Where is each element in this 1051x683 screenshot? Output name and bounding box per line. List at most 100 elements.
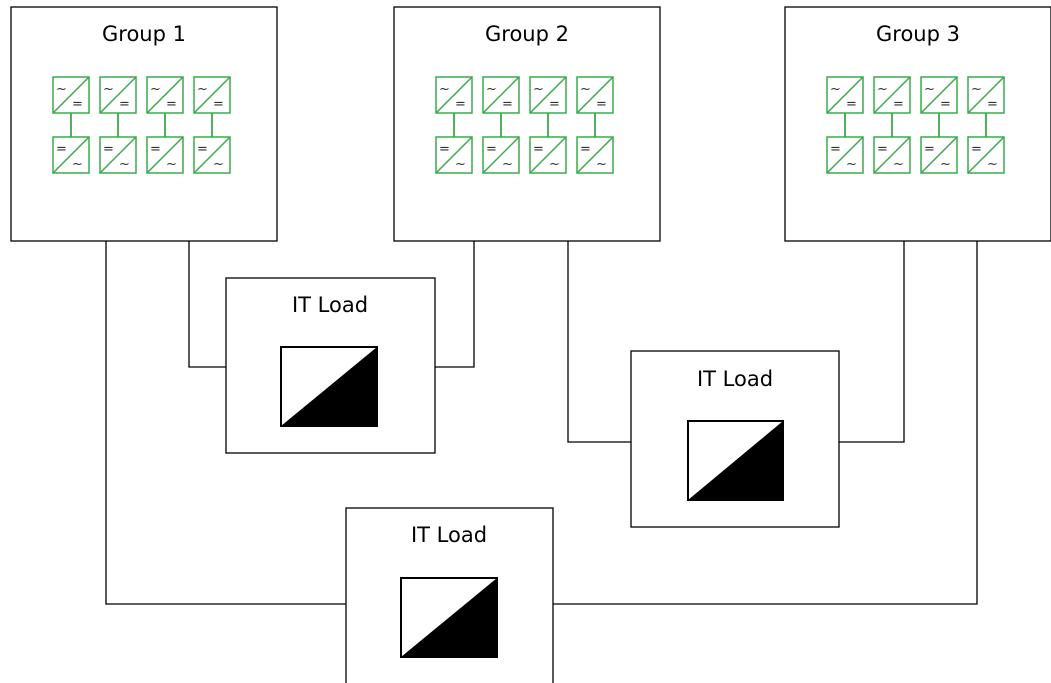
ac-dc-converter-icon: ~= xyxy=(146,76,184,114)
ac-dc-converter-icon: ~= xyxy=(826,76,864,114)
svg-text:=: = xyxy=(533,142,544,157)
svg-text:~: ~ xyxy=(893,157,904,172)
ac-dc-converter-icon: =~ xyxy=(576,136,614,174)
ac-dc-converter-icon: ~= xyxy=(435,76,473,114)
svg-text:~: ~ xyxy=(103,82,114,97)
ac-dc-converter-icon: ~= xyxy=(482,76,520,114)
ac-dc-converter-icon: =~ xyxy=(967,136,1005,174)
it-load-icon xyxy=(400,577,498,658)
svg-text:~: ~ xyxy=(987,157,998,172)
svg-text:=: = xyxy=(830,142,841,157)
svg-text:~: ~ xyxy=(596,157,607,172)
svg-text:~: ~ xyxy=(150,82,161,97)
it-load-box-3: IT Load xyxy=(345,507,554,683)
svg-text:=: = xyxy=(56,142,67,157)
ac-dc-converter-icon: ~= xyxy=(529,76,567,114)
svg-text:=: = xyxy=(150,142,161,157)
svg-text:=: = xyxy=(580,142,591,157)
ac-dc-converter-icon: =~ xyxy=(146,136,184,174)
ac-dc-converter-icon: ~= xyxy=(920,76,958,114)
svg-text:~: ~ xyxy=(533,82,544,97)
svg-text:=: = xyxy=(455,97,466,112)
ac-dc-converter-icon: =~ xyxy=(435,136,473,174)
svg-text:~: ~ xyxy=(166,157,177,172)
ac-dc-converter-icon: =~ xyxy=(99,136,137,174)
group-title: Group 3 xyxy=(876,22,960,46)
converter-array: ~==~~==~~==~~==~ xyxy=(826,76,1005,174)
svg-text:~: ~ xyxy=(971,82,982,97)
it-load-title: IT Load xyxy=(292,293,368,317)
it-load-box-1: IT Load xyxy=(225,277,436,454)
svg-text:=: = xyxy=(103,142,114,157)
svg-text:~: ~ xyxy=(56,82,67,97)
ac-dc-converter-icon: =~ xyxy=(529,136,567,174)
wire-group3-load2 xyxy=(839,241,905,443)
group-title: Group 1 xyxy=(102,22,186,46)
svg-text:~: ~ xyxy=(72,157,83,172)
ac-dc-converter-icon: ~= xyxy=(99,76,137,114)
svg-text:=: = xyxy=(197,142,208,157)
connection-wires xyxy=(105,241,978,605)
svg-text:=: = xyxy=(119,97,130,112)
ac-dc-converter-icon: ~= xyxy=(873,76,911,114)
svg-text:=: = xyxy=(940,97,951,112)
svg-text:~: ~ xyxy=(924,82,935,97)
svg-text:=: = xyxy=(877,142,888,157)
ac-dc-converter-icon: ~= xyxy=(193,76,231,114)
group-box-frame xyxy=(784,6,1051,242)
svg-text:~: ~ xyxy=(830,82,841,97)
svg-text:=: = xyxy=(596,97,607,112)
group-box-frame xyxy=(393,6,661,242)
ac-dc-converter-icon: =~ xyxy=(482,136,520,174)
svg-text:=: = xyxy=(502,97,513,112)
group-box-2: Group 2 ~==~~==~~==~~==~ xyxy=(393,6,661,242)
svg-text:~: ~ xyxy=(940,157,951,172)
svg-text:=: = xyxy=(987,97,998,112)
svg-text:=: = xyxy=(549,97,560,112)
group-box-1: Group 1 ~==~~==~~==~~==~ xyxy=(10,6,278,242)
svg-text:=: = xyxy=(893,97,904,112)
it-load-title: IT Load xyxy=(697,367,773,391)
it-load-icon xyxy=(687,420,784,501)
ac-dc-converter-icon: ~= xyxy=(52,76,90,114)
svg-text:~: ~ xyxy=(877,82,888,97)
svg-text:=: = xyxy=(486,142,497,157)
ac-dc-converter-icon: =~ xyxy=(826,136,864,174)
svg-text:=: = xyxy=(971,142,982,157)
svg-text:~: ~ xyxy=(486,82,497,97)
converter-array: ~==~~==~~==~~==~ xyxy=(435,76,614,174)
wire-group1-load3 xyxy=(105,241,346,605)
it-load-icon xyxy=(280,346,378,427)
svg-text:~: ~ xyxy=(197,82,208,97)
svg-text:~: ~ xyxy=(580,82,591,97)
ac-dc-converter-icon: =~ xyxy=(873,136,911,174)
it-load-box-2: IT Load xyxy=(630,350,840,528)
svg-text:=: = xyxy=(846,97,857,112)
ac-dc-converter-icon: =~ xyxy=(193,136,231,174)
converter-array: ~==~~==~~==~~==~ xyxy=(52,76,231,174)
wire-group3-load3 xyxy=(553,241,978,605)
ac-dc-converter-icon: ~= xyxy=(576,76,614,114)
svg-text:=: = xyxy=(72,97,83,112)
svg-text:~: ~ xyxy=(846,157,857,172)
svg-text:~: ~ xyxy=(439,82,450,97)
group-box-frame xyxy=(10,6,278,242)
wire-group1-load1 xyxy=(188,241,226,368)
svg-text:~: ~ xyxy=(119,157,130,172)
wire-group2-load2 xyxy=(567,241,631,443)
svg-text:~: ~ xyxy=(502,157,513,172)
ac-dc-converter-icon: =~ xyxy=(920,136,958,174)
svg-text:=: = xyxy=(439,142,450,157)
svg-text:=: = xyxy=(924,142,935,157)
ac-dc-converter-icon: ~= xyxy=(967,76,1005,114)
svg-text:=: = xyxy=(166,97,177,112)
group-title: Group 2 xyxy=(485,22,569,46)
svg-text:~: ~ xyxy=(549,157,560,172)
svg-text:~: ~ xyxy=(213,157,224,172)
svg-text:=: = xyxy=(213,97,224,112)
group-box-3: Group 3 ~==~~==~~==~~==~ xyxy=(784,6,1051,242)
it-load-title: IT Load xyxy=(411,523,487,547)
svg-text:~: ~ xyxy=(455,157,466,172)
ac-dc-converter-icon: =~ xyxy=(52,136,90,174)
